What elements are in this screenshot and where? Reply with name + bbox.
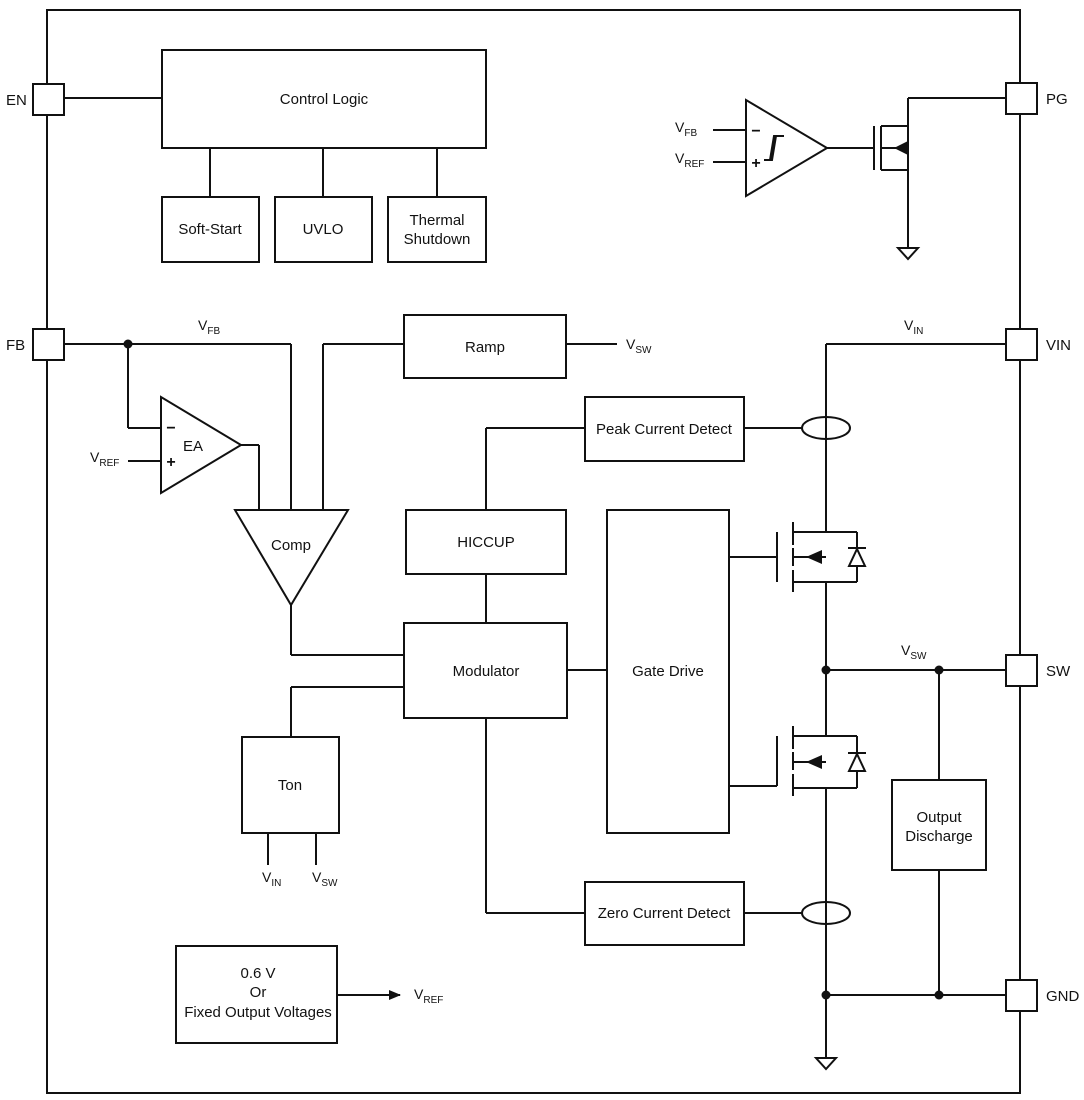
output-discharge-label-line2: Discharge [905, 828, 973, 845]
signal-label-vin: VIN [262, 869, 281, 889]
gate-drive-label: Gate Drive [632, 663, 704, 680]
modulator-block: Modulator [403, 622, 568, 719]
pwm-comparator-label: Comp [271, 537, 311, 554]
low-side-mosfet [776, 726, 826, 796]
ramp-block: Ramp [403, 314, 567, 379]
control-logic-label: Control Logic [280, 91, 369, 108]
error-amplifier-plus: + [166, 454, 175, 471]
vref-generator-block: 0.6 V Or Fixed Output Voltages [175, 945, 338, 1044]
pin-gnd-label: GND [1046, 988, 1080, 1005]
pin-pg-label: PG [1046, 91, 1068, 108]
pwm-comparator: Comp [233, 509, 350, 607]
pin-fb: FB [6, 328, 65, 361]
zero-current-detect-label: Zero Current Detect [598, 905, 731, 922]
wiring [64, 97, 1006, 1058]
error-amplifier-minus: − [166, 420, 175, 437]
signal-label-vfb: VFB [198, 317, 220, 337]
pin-en: EN [6, 83, 65, 116]
signal-label-vsw: VSW [626, 336, 652, 356]
soft-start-label: Soft-Start [178, 221, 242, 238]
error-amplifier: EA − + [160, 395, 243, 495]
output-discharge-label-line1: Output [916, 809, 962, 826]
ton-block: Ton [241, 736, 340, 834]
zero-current-detect-block: Zero Current Detect [584, 881, 745, 946]
error-amplifier-label: EA [183, 438, 203, 455]
zero-current-sense-icon [801, 901, 851, 925]
power-good-comparator: − + [745, 98, 829, 198]
junction-dots [123, 339, 944, 1000]
vref-generator-label-line3: Fixed Output Voltages [184, 1004, 332, 1021]
pin-fb-label: FB [6, 337, 25, 354]
thermal-shutdown-block: Thermal Shutdown [387, 196, 487, 263]
ground-icon [813, 1057, 839, 1071]
high-side-mosfet [776, 522, 826, 592]
pin-sw-label: SW [1046, 663, 1071, 680]
pin-gnd: GND [1005, 979, 1080, 1012]
hysteresis-icon [764, 135, 784, 161]
peak-current-sense-icon [801, 416, 851, 440]
signal-label-vref: VREF [414, 986, 443, 1006]
ton-label: Ton [278, 777, 302, 794]
signal-label-vfb: VFB [675, 119, 697, 139]
pin-en-label: EN [6, 92, 27, 109]
pin-vin: VIN [1005, 328, 1071, 361]
power-good-mosfet [873, 125, 909, 171]
low-side-body-diode-icon [847, 751, 867, 772]
output-discharge-block: Output Discharge [891, 779, 987, 871]
signal-label-vref: VREF [675, 150, 704, 170]
ground-icon [895, 247, 921, 261]
pin-pg: PG [1005, 82, 1068, 115]
hiccup-label: HICCUP [457, 534, 515, 551]
pin-sw: SW [1005, 654, 1071, 687]
thermal-shutdown-label-line2: Shutdown [404, 231, 471, 248]
soft-start-block: Soft-Start [161, 196, 260, 263]
modulator-label: Modulator [453, 663, 520, 680]
uvlo-label: UVLO [303, 221, 344, 238]
ramp-label: Ramp [465, 339, 505, 356]
ic-package-outline [46, 9, 1021, 1094]
thermal-shutdown-label-line1: Thermal [409, 212, 464, 229]
signal-label-vref: VREF [90, 449, 119, 469]
peak-current-detect-label: Peak Current Detect [596, 421, 733, 438]
vref-generator-label-line1: 0.6 V [240, 965, 275, 982]
power-good-comparator-plus: + [751, 155, 760, 172]
signal-label-vsw: VSW [901, 642, 927, 662]
signal-label-vin: VIN [904, 317, 923, 337]
signal-label-vsw: VSW [312, 869, 338, 889]
pin-vin-label: VIN [1046, 337, 1071, 354]
vref-generator-label-line2: Or [250, 984, 267, 1001]
hiccup-block: HICCUP [405, 509, 567, 575]
high-side-body-diode-icon [847, 546, 867, 567]
power-good-comparator-minus: − [751, 123, 760, 140]
uvlo-block: UVLO [274, 196, 373, 263]
control-logic-block: Control Logic [161, 49, 487, 149]
peak-current-detect-block: Peak Current Detect [584, 396, 745, 462]
gate-drive-block: Gate Drive [606, 509, 730, 834]
